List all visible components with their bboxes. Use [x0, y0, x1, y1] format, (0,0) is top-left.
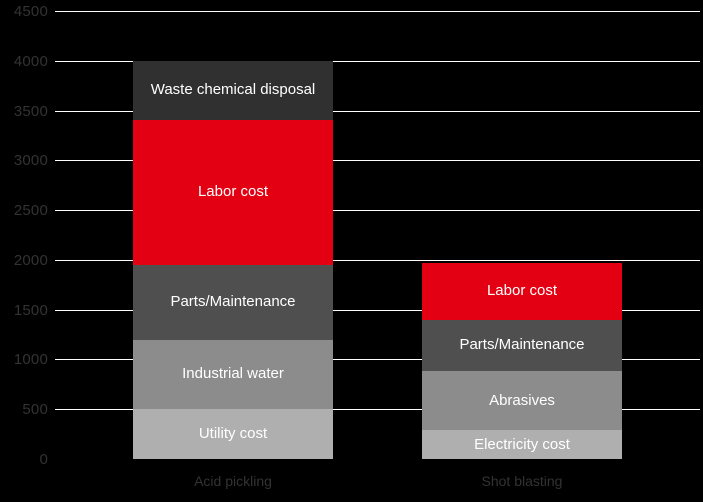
- bar-segment-label: Industrial water: [182, 365, 284, 383]
- bar-shot-blasting[interactable]: Electricity cost Abrasives Parts/Maintenan…: [422, 262, 622, 459]
- plot-area: [55, 11, 700, 459]
- gridline-4000: [55, 60, 700, 62]
- bar-segment-parts-maintenance[interactable]: Parts/Maintenance: [133, 264, 333, 340]
- y-tick-label-2500: 2500: [13, 202, 48, 220]
- bar-segment-labor-cost[interactable]: Labor cost: [422, 262, 622, 320]
- bar-segment-label: Waste chemical disposal: [150, 81, 316, 99]
- bar-segment-label: Abrasives: [489, 391, 555, 409]
- bar-segment-abrasives[interactable]: Abrasives: [422, 371, 622, 431]
- gridline-1500: [55, 309, 700, 311]
- x-tick-label-acid-pickling: Acid pickling: [194, 473, 272, 489]
- x-tick-label-shot-blasting: Shot blasting: [481, 473, 563, 489]
- gridline-3500: [55, 110, 700, 112]
- gridline-0: [55, 459, 700, 460]
- bar-segment-label: Labor cost: [486, 282, 558, 300]
- y-tick-label-1500: 1500: [13, 301, 48, 319]
- bar-segment-labor-cost[interactable]: Labor cost: [133, 120, 333, 265]
- y-tick-label-0: 0: [39, 451, 48, 468]
- bar-segment-parts-maintenance[interactable]: Parts/Maintenance: [422, 319, 622, 372]
- bar-acid-pickling[interactable]: Utility cost Industrial water Parts/Mainte…: [133, 60, 333, 459]
- y-tick-label-3500: 3500: [13, 102, 48, 120]
- gridline-2500: [55, 210, 700, 212]
- gridline-4500: [55, 11, 700, 12]
- bar-segment-waste-chemical-disposal[interactable]: Waste chemical disposal: [133, 60, 333, 120]
- y-tick-label-4500: 4500: [13, 3, 48, 20]
- bar-segment-industrial-water[interactable]: Industrial water: [133, 339, 333, 410]
- gridline-3000: [55, 160, 700, 162]
- y-tick-label-4000: 4000: [13, 52, 48, 70]
- bar-segment-label: Parts/Maintenance: [459, 336, 585, 354]
- bar-segment-label: Parts/Maintenance: [170, 293, 296, 311]
- gridline-2000: [55, 259, 700, 261]
- bar-segment-label: Utility cost: [198, 425, 268, 443]
- bar-segment-utility-cost[interactable]: Utility cost: [133, 409, 333, 459]
- gridline-500: [55, 409, 700, 411]
- y-tick-label-2000: 2000: [13, 251, 48, 269]
- bar-segment-electricity-cost[interactable]: Electricity cost: [422, 430, 622, 459]
- y-tick-label-500: 500: [22, 401, 48, 419]
- y-tick-label-1000: 1000: [13, 351, 48, 369]
- y-tick-label-3000: 3000: [13, 152, 48, 170]
- bar-segment-label: Electricity cost: [474, 435, 570, 453]
- gridline-1000: [55, 359, 700, 361]
- bar-segment-label: Labor cost: [197, 183, 269, 201]
- y-axis: 0 500 1000 1500 2000 2500 3000 3500 4000 4500: [0, 0, 48, 502]
